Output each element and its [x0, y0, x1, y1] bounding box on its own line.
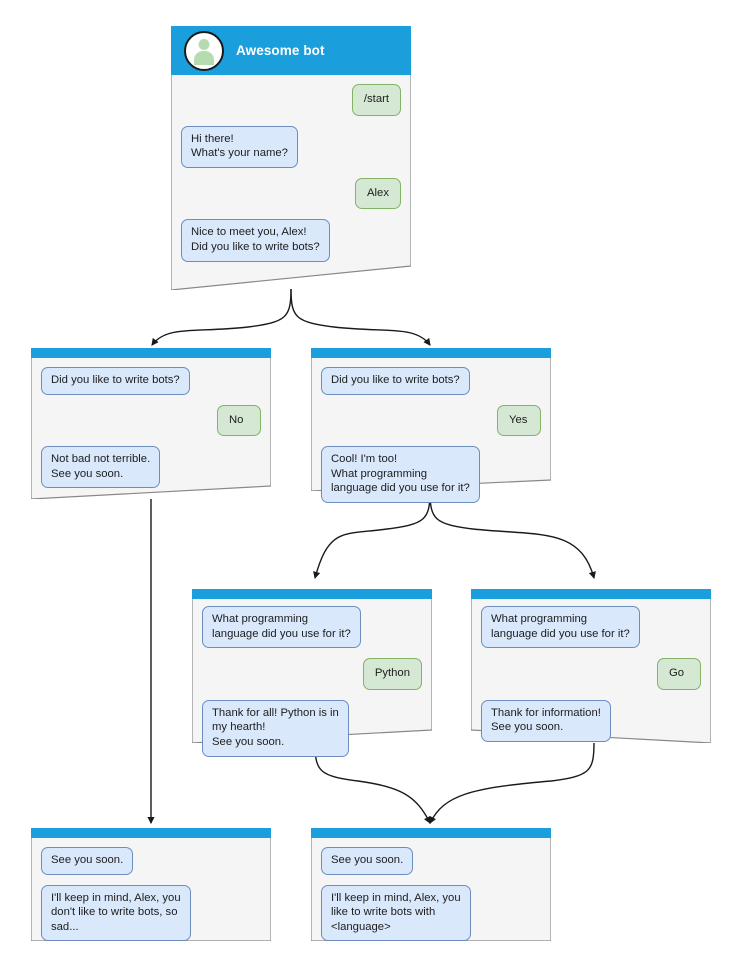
message-row: Go: [481, 658, 727, 690]
message-row: /start: [181, 84, 427, 116]
node-answer-go[interactable]: What programming language did you use fo…: [471, 589, 711, 743]
avatar-head: [198, 38, 210, 50]
user-message: Alex: [355, 177, 401, 210]
avatar-body: [194, 50, 214, 65]
bot-message: Did you like to write bots?: [321, 367, 470, 395]
person-avatar-icon: [184, 30, 224, 71]
bot-message: Cool! I'm too! What programming language…: [321, 446, 480, 503]
edge-root-to-no: [151, 288, 292, 346]
node-end-sad[interactable]: See you soon. I'll keep in mind, Alex, y…: [31, 828, 271, 942]
message-row: Thank for all! Python is in my hearth! S…: [202, 699, 422, 757]
bot-message: What programming language did you use fo…: [481, 606, 640, 649]
node-answer-yes[interactable]: Did you like to write bots? Yes Cool! I'…: [311, 348, 551, 503]
edge-root-to-yes: [290, 288, 431, 346]
node-python-header: [192, 589, 432, 599]
node-go-chat: What programming language did you use fo…: [471, 597, 711, 752]
user-message: Yes: [497, 404, 541, 437]
edge-go-to-end-happy: [429, 742, 595, 824]
user-message: No: [217, 404, 261, 437]
node-end-sad-chat: See you soon. I'll keep in mind, Alex, y…: [31, 838, 271, 951]
message-row: See you soon.: [321, 847, 541, 875]
message-row: See you soon.: [41, 847, 261, 875]
bot-message: Hi there! What's your name?: [181, 125, 298, 168]
node-python-chat: What programming language did you use fo…: [192, 597, 432, 767]
user-message: Python: [362, 658, 422, 690]
bot-message: See you soon.: [41, 847, 134, 875]
message-row: Alex: [181, 177, 427, 210]
node-end-happy-chat: See you soon. I'll keep in mind, Alex, y…: [311, 838, 551, 951]
node-root-awesome-bot[interactable]: Awesome bot /start Hi there! What's your…: [171, 26, 411, 290]
message-row: Did you like to write bots?: [41, 367, 261, 395]
node-end-happy[interactable]: See you soon. I'll keep in mind, Alex, y…: [311, 828, 551, 942]
node-no-chat: Did you like to write bots? No Not bad n…: [31, 358, 271, 498]
node-answer-python[interactable]: What programming language did you use fo…: [192, 589, 432, 757]
bot-message: What programming language did you use fo…: [202, 606, 361, 649]
bot-title: Awesome bot: [236, 43, 325, 58]
node-end-happy-header: [311, 828, 551, 838]
bot-message: Thank for all! Python is in my hearth! S…: [202, 699, 349, 757]
message-row: Hi there! What's your name?: [181, 125, 401, 168]
node-no-header: [31, 348, 271, 358]
node-go-header: [471, 589, 711, 599]
bot-message: Nice to meet you, Alex! Did you like to …: [181, 219, 330, 262]
bot-message: Not bad not terrible. See you soon.: [41, 446, 161, 489]
message-row: Python: [202, 658, 448, 690]
node-yes-header: [311, 348, 551, 358]
node-root-chat: /start Hi there! What's your name? Alex …: [171, 75, 411, 272]
message-row: Not bad not terrible. See you soon.: [41, 446, 261, 489]
node-answer-no[interactable]: Did you like to write bots? No Not bad n…: [31, 348, 271, 499]
bot-message: Did you like to write bots?: [41, 367, 190, 395]
message-row: No: [41, 404, 287, 437]
bot-message: Thank for information! See you soon.: [481, 699, 611, 742]
node-end-sad-header: [31, 828, 271, 838]
message-row: Nice to meet you, Alex! Did you like to …: [181, 219, 401, 262]
message-row: Did you like to write bots?: [321, 367, 541, 395]
bot-message: I'll keep in mind, Alex, you don't like …: [41, 884, 191, 942]
message-row: What programming language did you use fo…: [481, 606, 701, 649]
user-message: /start: [351, 84, 401, 116]
message-row: Yes: [321, 404, 567, 437]
message-row: Cool! I'm too! What programming language…: [321, 446, 541, 503]
message-row: I'll keep in mind, Alex, you like to wri…: [321, 884, 541, 942]
message-row: Thank for information! See you soon.: [481, 699, 701, 742]
message-row: I'll keep in mind, Alex, you don't like …: [41, 884, 261, 942]
user-message: Go: [657, 658, 701, 690]
bot-message: See you soon.: [321, 847, 414, 875]
node-yes-chat: Did you like to write bots? Yes Cool! I'…: [311, 358, 551, 513]
message-row: What programming language did you use fo…: [202, 606, 422, 649]
bot-message: I'll keep in mind, Alex, you like to wri…: [321, 884, 471, 942]
node-root-header: Awesome bot: [171, 26, 411, 75]
